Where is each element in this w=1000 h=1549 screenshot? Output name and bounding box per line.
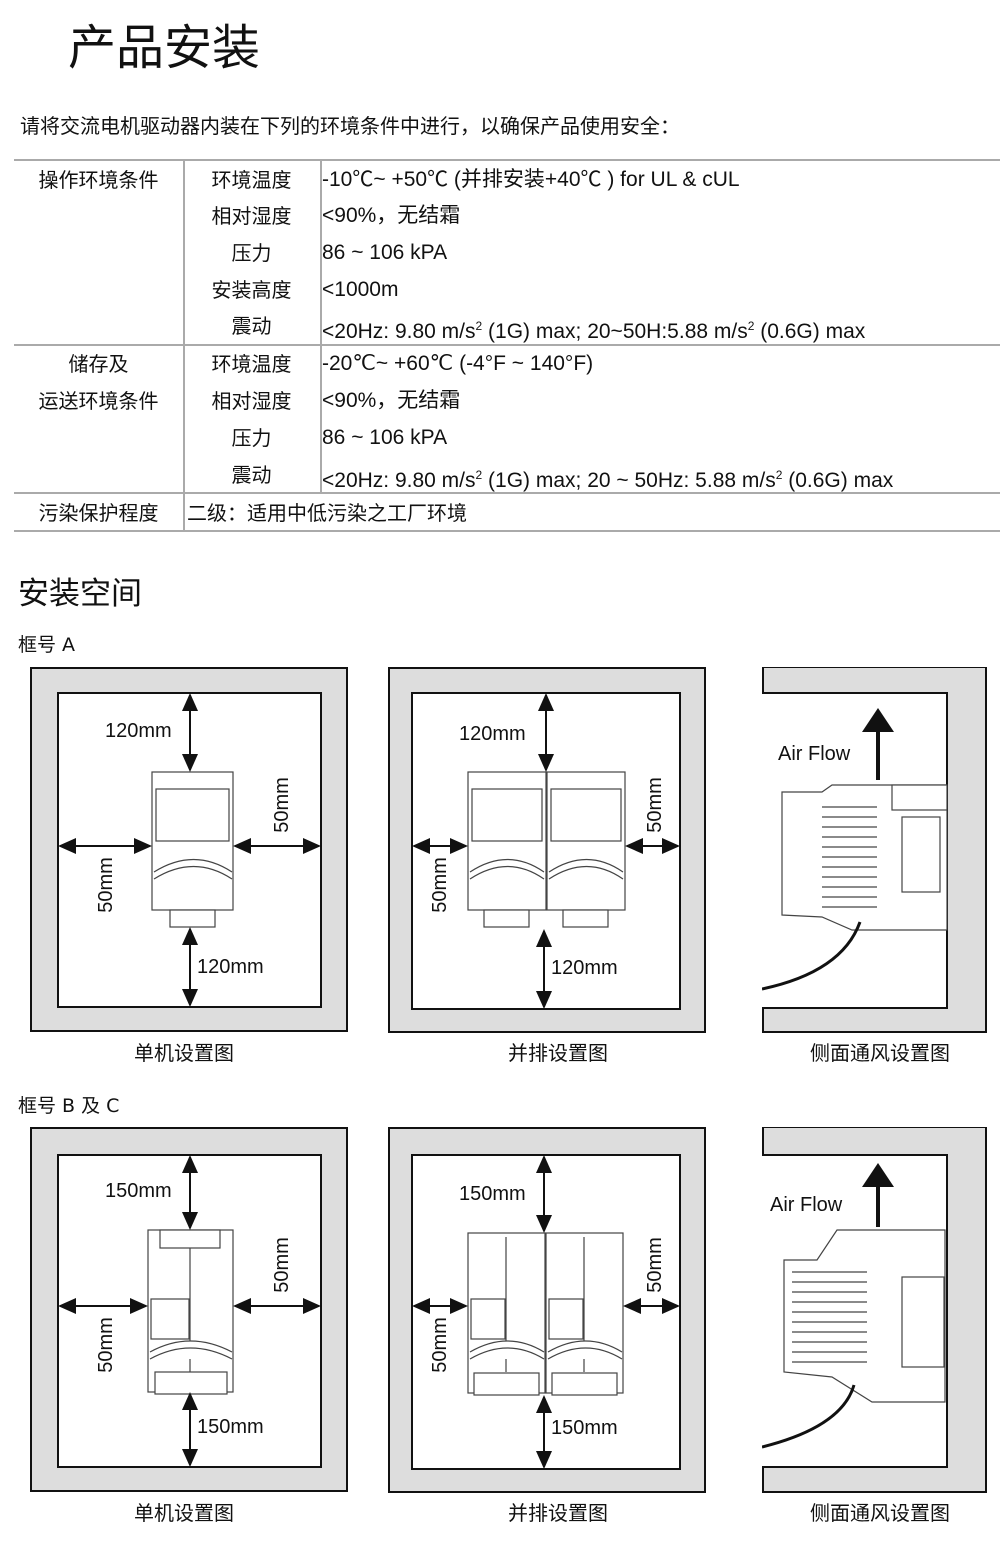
group-storage: 储存及 — [68, 352, 129, 376]
table-divider — [14, 159, 1000, 161]
row-value: <20Hz: 9.80 m/s2 (1G) max; 20~50H:5.88 m… — [322, 314, 865, 344]
row-label: 环境温度 — [211, 352, 292, 376]
top-clearance-label: 150mm — [105, 1180, 172, 1202]
table-divider — [320, 160, 322, 493]
caption: 单机设置图 — [134, 1041, 234, 1065]
drive-side-icon — [781, 784, 948, 931]
drive-icon — [151, 771, 234, 928]
bottom-clearance-label: 150mm — [197, 1416, 264, 1438]
superscript: 2 — [475, 468, 483, 482]
side-clearance-label: 50mm — [95, 1317, 117, 1373]
side-clearance-label: 50mm — [271, 777, 293, 833]
section-title: 安装空间 — [18, 576, 142, 612]
side-clearance-label: 50mm — [429, 1317, 451, 1373]
superscript: 2 — [747, 319, 755, 333]
bottom-clearance-label: 150mm — [551, 1417, 618, 1439]
row-value: <90%，无结霜 — [322, 389, 461, 412]
caption: 单机设置图 — [134, 1501, 234, 1525]
table-divider — [14, 344, 1000, 346]
pollution-label: 污染保护程度 — [38, 501, 159, 525]
side-clearance-label: 50mm — [271, 1237, 293, 1293]
side-clearance-label: 50mm — [95, 857, 117, 913]
bottom-clearance-label: 120mm — [197, 956, 264, 978]
top-clearance-label: 150mm — [459, 1183, 526, 1205]
value-part: <20Hz: 9.80 m/s — [322, 469, 476, 492]
value-part: (1G) max; 20~50H:5.88 m/s — [482, 320, 748, 343]
drive-side-icon — [783, 1229, 946, 1403]
superscript: 2 — [775, 468, 783, 482]
row-label: 相对湿度 — [211, 204, 292, 228]
side-clearance-label: 50mm — [644, 777, 666, 833]
page-title: 产品安装 — [68, 20, 261, 76]
side-clearance-label: 50mm — [429, 857, 451, 913]
row-value: -20℃~ +60℃ (-4°F ~ 140°F) — [322, 352, 594, 375]
caption: 并排设置图 — [508, 1501, 608, 1525]
group-operating: 操作环境条件 — [38, 168, 159, 192]
side-ventilation-diagram-bc: Air Flow — [762, 1127, 987, 1493]
row-label: 压力 — [231, 426, 272, 450]
table-divider — [183, 160, 185, 531]
air-flow-label: Air Flow — [770, 1194, 843, 1216]
top-clearance-label: 120mm — [459, 723, 526, 745]
value-part: <20Hz: 9.80 m/s — [322, 320, 476, 343]
row-value: 86 ~ 106 kPA — [322, 426, 448, 449]
top-clearance-label: 120mm — [105, 720, 172, 742]
drive-icon — [467, 1232, 624, 1396]
value-part: (0.6G) max — [782, 469, 894, 492]
row-label: 安装高度 — [211, 278, 292, 302]
row-label: 环境温度 — [211, 168, 292, 192]
drive-icon — [467, 771, 626, 928]
single-install-diagram-a: 120mm 120mm 50mm 50mm — [30, 667, 348, 1032]
group-storage: 运送环境条件 — [38, 389, 159, 413]
row-label: 相对湿度 — [211, 389, 292, 413]
frame-a-label: 框号 A — [18, 634, 76, 656]
row-label: 震动 — [231, 463, 272, 487]
drive-icon — [147, 1229, 234, 1395]
side-ventilation-diagram-a: Air Flow — [762, 667, 987, 1033]
row-value: <1000m — [322, 278, 399, 301]
caption: 侧面通风设置图 — [810, 1041, 950, 1065]
row-value: -10℃~ +50℃ (并排安装+40℃ ) for UL & cUL — [322, 168, 740, 191]
frame-bc-label: 框号 B 及 C — [18, 1095, 120, 1117]
row-value: 86 ~ 106 kPA — [322, 241, 448, 264]
row-value: <20Hz: 9.80 m/s2 (1G) max; 20 ~ 50Hz: 5.… — [322, 463, 893, 493]
value-part: (1G) max; 20 ~ 50Hz: 5.88 m/s — [482, 469, 776, 492]
pollution-value: 二级：适用中低污染之工厂环境 — [187, 501, 467, 525]
row-value: <90%，无结霜 — [322, 204, 461, 227]
row-label: 压力 — [231, 241, 272, 265]
side-clearance-label: 50mm — [644, 1237, 666, 1293]
table-divider — [14, 530, 1000, 532]
caption: 并排设置图 — [508, 1041, 608, 1065]
value-part: (0.6G) max — [754, 320, 866, 343]
single-install-diagram-bc: 150mm 150mm 50mm 50mm — [30, 1127, 348, 1492]
intro-text: 请将交流电机驱动器内装在下列的环境条件中进行，以确保产品使用安全： — [20, 114, 680, 138]
side-by-side-diagram-a: 120mm 120mm 50mm 50mm — [388, 667, 706, 1033]
air-flow-label: Air Flow — [778, 743, 851, 765]
row-label: 震动 — [231, 314, 272, 338]
table-divider — [14, 492, 1000, 494]
caption: 侧面通风设置图 — [810, 1501, 950, 1525]
side-by-side-diagram-bc: 150mm 150mm 50mm 50mm — [388, 1127, 706, 1493]
bottom-clearance-label: 120mm — [551, 957, 618, 979]
superscript: 2 — [475, 319, 483, 333]
